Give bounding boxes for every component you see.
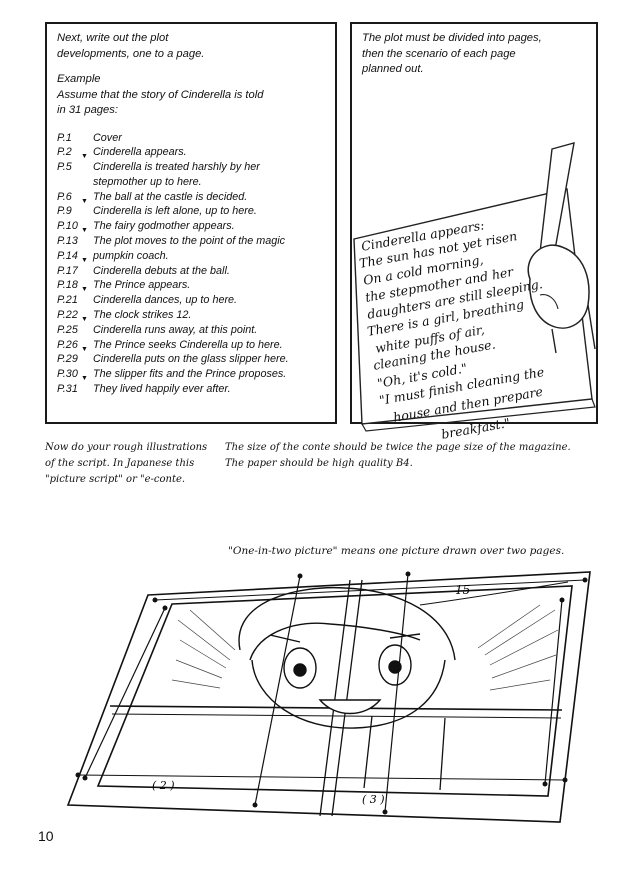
plot-page-number: P.2▼ [57, 145, 88, 160]
plot-row: P.6▼ The ball at the castle is decided. [57, 190, 325, 205]
page-break-marker-icon: ▼ [81, 256, 88, 264]
scenario-panel: The plot must be divided into pages, the… [350, 22, 598, 442]
cinderella-face [238, 586, 456, 729]
plot-page-number: P.13 [57, 235, 78, 248]
example-label: Example [57, 73, 101, 85]
page-label-left: ( 2 ) [152, 779, 175, 792]
plot-description: The Prince appears. [93, 279, 191, 292]
plot-description: The clock strikes 12. [93, 309, 192, 322]
plot-row: P.21 Cinderella dances, up to here. [57, 293, 325, 308]
speed-lines [171, 604, 559, 691]
plot-row: P.30▼ The slipper fits and the Prince pro… [57, 367, 325, 382]
plot-description: Cinderella dances, up to here. [93, 294, 238, 307]
page-number: 10 [38, 828, 54, 844]
page-break-marker-icon: ▼ [81, 316, 88, 324]
plot-description: Cinderella is treated harshly by her ste… [93, 161, 260, 188]
plot-page-number: P.31 [57, 383, 78, 396]
plot-page-number: P.1 [57, 131, 72, 144]
plot-description: Cinderella appears. [93, 146, 187, 159]
plot-description: The plot moves to the point of the magic [93, 235, 286, 248]
plot-row: P.17 Cinderella debuts at the ball. [57, 264, 325, 279]
plot-page-number: P.14▼ [57, 249, 88, 264]
plot-row: P.26▼ The Prince seeks Cinderella up to h… [57, 338, 325, 353]
plot-page-number: P.6▼ [57, 190, 88, 205]
plot-description: Cinderella is left alone, up to here. [93, 205, 257, 218]
plot-page-number: P.21 [57, 294, 78, 307]
plot-row: P.14▼ pumpkin coach. [57, 249, 325, 264]
plot-panel: Next, write out the plot developments, o… [45, 22, 337, 424]
caption-conte-size: The size of the conte should be twice th… [225, 442, 571, 469]
plot-row: P.1 Cover [57, 131, 325, 146]
plot-row: P.29 Cinderella puts on the glass slipper… [57, 352, 325, 367]
plot-description: Cinderella puts on the glass slipper her… [93, 353, 289, 366]
plot-description: Cinderella runs away, at this point. [93, 323, 258, 336]
plot-page-number: P.22▼ [57, 308, 88, 323]
example-text: Assume that the story of Cinderella is t… [57, 88, 264, 117]
plot-page-number: P.29 [57, 353, 78, 366]
measure-arc [419, 581, 569, 606]
page-break-marker-icon: ▼ [81, 345, 88, 353]
plot-row: P.10▼ The fairy godmother appears. [57, 219, 325, 234]
plot-description: Cover [93, 131, 122, 144]
page-break-marker-icon: ▼ [81, 153, 88, 161]
plot-description: The ball at the castle is decided. [93, 190, 248, 203]
plot-page-number: P.9 [57, 205, 72, 218]
plot-row: P.5 Cinderella is treated harshly by her … [57, 160, 325, 190]
panel-frame [96, 585, 573, 797]
page-break-marker-icon: ▼ [81, 227, 88, 235]
one-in-two-diagram: 15 ( 2 ) ( 3 ) [66, 571, 591, 823]
plot-page-number: P.10▼ [57, 219, 88, 234]
drawing-hand [527, 244, 590, 329]
plot-description: pumpkin coach. [93, 249, 169, 262]
plot-page-number: P.26▼ [57, 338, 88, 353]
plot-row: P.22▼ The clock strikes 12. [57, 308, 325, 323]
intro-text: Next, write out the plot developments, o… [57, 32, 205, 60]
measure-label: 15 [455, 583, 470, 597]
plot-description: The fairy godmother appears. [93, 220, 235, 233]
plot-page-number: P.25 [57, 323, 78, 336]
page-break-marker-icon: ▼ [81, 197, 88, 205]
plot-page-number: P.5 [57, 161, 72, 174]
guide-dots [75, 571, 588, 815]
page-break-marker-icon: ▼ [81, 286, 88, 294]
plot-row: P.13 The plot moves to the point of the m… [57, 234, 325, 249]
page-break-marker-icon: ▼ [81, 375, 88, 383]
plot-row: P.25 Cinderella runs away, at this point. [57, 323, 325, 338]
plot-row: P.31 They lived happily ever after. [57, 382, 325, 397]
caption-one-in-two: "One-in-two picture" means one picture d… [228, 545, 565, 557]
plot-description: The Prince seeks Cinderella up to here. [93, 338, 283, 351]
caption-econte: Now do your rough illustrations of the s… [45, 442, 208, 485]
plot-page-number: P.30▼ [57, 367, 88, 382]
plot-page-number: P.17 [57, 264, 78, 277]
scenario-text: The plot must be divided into pages, the… [362, 32, 542, 75]
page-label-right: ( 3 ) [362, 793, 385, 806]
sheet-outline [66, 571, 591, 823]
notebook-illustration [353, 142, 596, 432]
plot-row: P.9 Cinderella is left alone, up to here. [57, 204, 325, 219]
plot-description: The slipper fits and the Prince proposes… [93, 368, 287, 381]
notebook-edge [361, 398, 596, 432]
plot-row: P.2▼ Cinderella appears. [57, 145, 325, 160]
plot-page-number: P.18▼ [57, 278, 88, 293]
plot-description: They lived happily ever after. [93, 383, 231, 396]
plot-row: P.18▼ The Prince appears. [57, 278, 325, 293]
plot-description: Cinderella debuts at the ball. [93, 264, 230, 277]
